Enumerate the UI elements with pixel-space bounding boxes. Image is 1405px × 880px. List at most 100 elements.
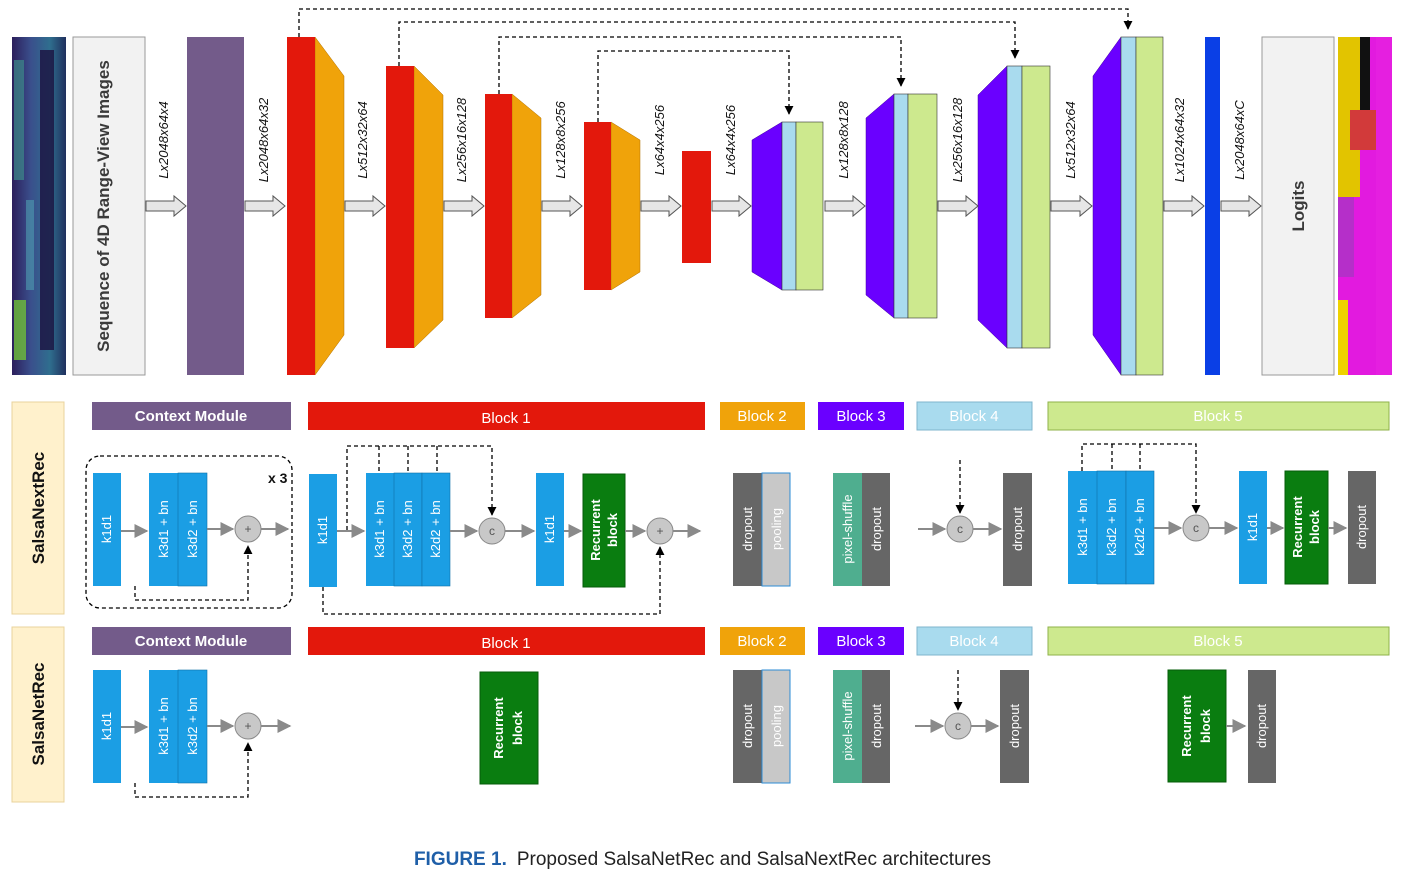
row-label-salsanextrec-bg: [11, 401, 65, 615]
block3-header: Block 3: [836, 633, 885, 650]
context-module-header: Context Module: [135, 408, 248, 425]
net-block3: pixel-shuffle dropout: [833, 670, 890, 783]
context-module-layer: [187, 37, 244, 375]
svg-text:+: +: [244, 522, 251, 536]
recurrent-label: Recurrent: [1179, 695, 1194, 757]
row-label-salsanetrec-bg: [11, 626, 65, 803]
block-headers-row1: Context Module Block 1 Block 2 Block 3 B…: [92, 401, 1390, 431]
logits-box: [1261, 36, 1335, 376]
k2d2-label: k2d2 + bn: [428, 500, 443, 557]
k3d1-label: k3d1 + bn: [1075, 498, 1090, 555]
row-label-salsanetrec: SalsaNetRec: [29, 662, 48, 765]
figure-number: FIGURE 1.: [413, 849, 507, 870]
dim-label: Lx512x32x64: [355, 101, 370, 178]
block4-header: Block 4: [949, 633, 998, 650]
block5-header: Block 5: [1193, 633, 1242, 650]
net-block1: Recurrent block: [479, 671, 539, 785]
recurrent-label: Recurrent: [491, 697, 506, 759]
next-block3: pixel-shuffle dropout: [833, 473, 890, 586]
next-context-module: x 3 k1d1 k3d1 + bn k3d2 + bn +: [85, 455, 293, 609]
decoder-layer-1: [751, 121, 824, 291]
svg-text:c: c: [1193, 521, 1199, 535]
recurrent-label: block: [1198, 708, 1213, 743]
recurrent-label: block: [605, 512, 620, 547]
input-sequence-label: Sequence of 4D Range-View Images: [94, 60, 113, 352]
svg-text:+: +: [656, 524, 663, 538]
logits-label: Logits: [1289, 181, 1308, 232]
dropout-label: dropout: [1010, 507, 1025, 551]
svg-text:c: c: [955, 719, 961, 733]
block2-header: Block 2: [737, 633, 786, 650]
svg-text:c: c: [489, 524, 495, 538]
block-headers-row2: Context Module Block 1 Block 2 Block 3 B…: [92, 626, 1390, 656]
block1-header: Block 1: [481, 410, 530, 427]
k3d1-label: k3d1 + bn: [156, 697, 171, 754]
output-segmentation-image: [1338, 37, 1392, 375]
dim-label: Lx2048x64xC: [1232, 100, 1247, 180]
block1-header: Block 1: [481, 635, 530, 652]
k3d2-label: k3d2 + bn: [1104, 498, 1119, 555]
dim-label: Lx512x32x64: [1063, 101, 1078, 178]
k1d1-label: k1d1: [542, 515, 557, 543]
net-block2: dropout pooling: [733, 669, 791, 784]
k3d2-label: k3d2 + bn: [400, 500, 415, 557]
decoder-layer-3: [977, 65, 1051, 349]
dropout-label: dropout: [1354, 505, 1369, 549]
k3d2-label: k3d2 + bn: [185, 500, 200, 557]
k1d1-label: k1d1: [315, 516, 330, 544]
bottleneck-layer: [682, 151, 711, 263]
k3d2-label: k3d2 + bn: [185, 697, 200, 754]
encoder-layer-4: [584, 121, 641, 291]
encoder-layer-3: [485, 93, 542, 319]
skip-connections: [298, 8, 1133, 122]
net-context-module: k1d1 k3d1 + bn k3d2 + bn +: [93, 669, 292, 798]
dropout-label: dropout: [869, 704, 884, 748]
dropout-label: dropout: [1007, 704, 1022, 748]
block3-header: Block 3: [836, 408, 885, 425]
dim-label: Lx64x4x256: [723, 104, 738, 175]
dim-label: Lx64x4x256: [652, 104, 667, 175]
net-block4: c dropout: [915, 670, 1029, 783]
pooling-label: pooling: [769, 705, 784, 747]
dimension-labels: Lx2048x64x4 Lx2048x64x32 Lx512x32x64 Lx2…: [156, 97, 1247, 182]
block2-header: Block 2: [737, 408, 786, 425]
pixel-shuffle-label: pixel-shuffle: [840, 691, 855, 760]
svg-text:+: +: [244, 719, 251, 733]
input-range-image: [12, 37, 66, 375]
dropout-label: dropout: [1254, 704, 1269, 748]
recurrent-label: block: [510, 710, 525, 745]
repeat-label: x 3: [268, 470, 288, 486]
input-sequence-box: [72, 36, 146, 376]
dim-label: Lx128x8x256: [553, 101, 568, 179]
recurrent-label: Recurrent: [588, 499, 603, 561]
dim-label: Lx256x16x128: [950, 97, 965, 182]
decoder-layer-4: [1092, 36, 1164, 376]
pooling-label: pooling: [769, 508, 784, 550]
k3d1-label: k3d1 + bn: [156, 500, 171, 557]
block5-header: Block 5: [1193, 408, 1242, 425]
recurrent-label: Recurrent: [1290, 496, 1305, 558]
net-block5: Recurrent block dropout: [1167, 669, 1276, 783]
row-label-salsanextrec: SalsaNextRec: [29, 452, 48, 564]
k3d1-label: k3d1 + bn: [372, 500, 387, 557]
pipeline-arrows: [145, 194, 1262, 218]
dropout-label: dropout: [740, 704, 755, 748]
dim-label: Lx2048x64x32: [256, 97, 271, 182]
block4-header: Block 4: [949, 408, 998, 425]
dim-label: Lx1024x64x32: [1172, 97, 1187, 182]
k1d1-label: k1d1: [99, 515, 114, 543]
dropout-label: dropout: [740, 507, 755, 551]
dropout-label: dropout: [869, 507, 884, 551]
pixel-shuffle-label: pixel-shuffle: [840, 494, 855, 563]
decoder-layer-2: [865, 93, 938, 319]
figure-caption-text: Proposed SalsaNetRec and SalsaNextRec ar…: [516, 849, 992, 870]
recurrent-label: block: [1307, 509, 1322, 544]
svg-text:c: c: [957, 522, 963, 536]
dim-label: Lx128x8x128: [836, 101, 851, 179]
k2d2-label: k2d2 + bn: [1132, 498, 1147, 555]
dim-label: Lx256x16x128: [454, 97, 469, 182]
next-block5: k3d1 + bn k3d2 + bn k2d2 + bn c k1d1 Rec…: [1068, 443, 1376, 585]
k1d1-label: k1d1: [1245, 513, 1260, 541]
context-module-header: Context Module: [135, 633, 248, 650]
